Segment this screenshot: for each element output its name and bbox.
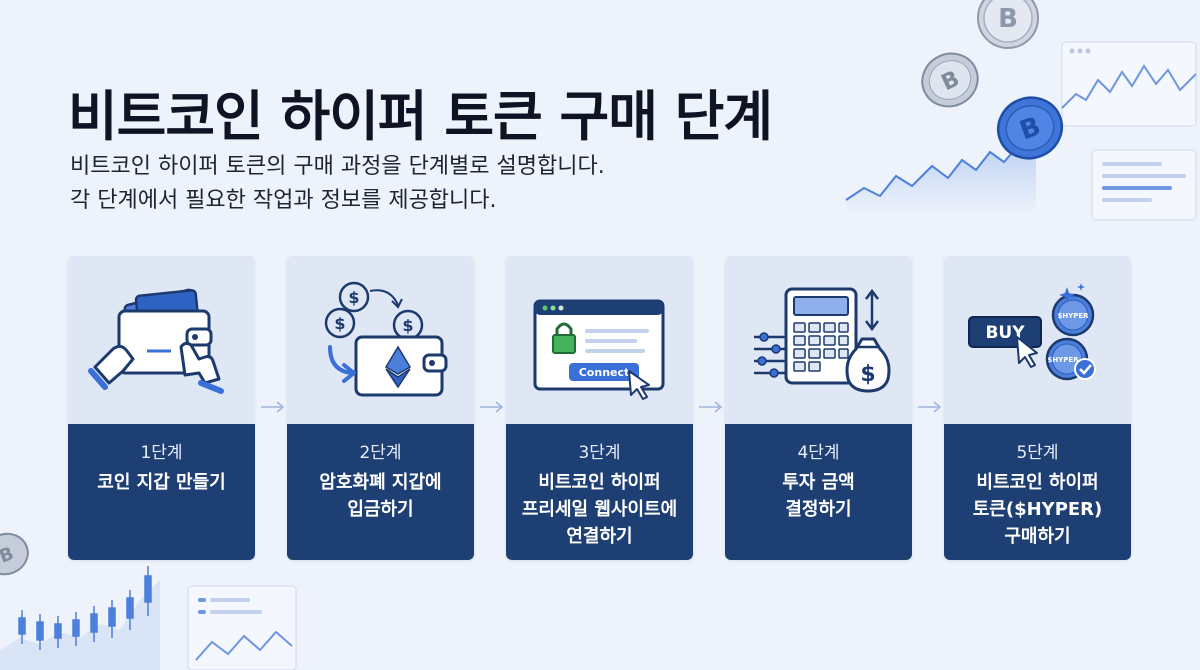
step-illustration	[68, 256, 255, 424]
step-description: 투자 금액 결정하기	[782, 469, 855, 523]
step-line: 비트코인 하이퍼	[976, 472, 1099, 493]
step-label-box: 3단계 비트코인 하이퍼 프리세일 웹사이트에 연결하기	[506, 424, 693, 560]
subtitle-line: 각 단계에서 필요한 작업과 정보를 제공합니다.	[70, 188, 497, 213]
buy-button-label: BUY	[985, 323, 1025, 343]
step-card-2: $$$ 2단계 암호화폐 지갑에 입금하기	[287, 256, 474, 560]
svg-text:$: $	[860, 362, 875, 387]
step-description: 암호화폐 지갑에 입금하기	[319, 469, 441, 523]
step-line: 투자 금액	[782, 472, 855, 493]
arrow-right-icon	[261, 401, 285, 413]
step-line: 암호화폐 지갑에	[319, 472, 442, 493]
steps-row: 1단계 코인 지갑 만들기 $$$	[68, 256, 1132, 560]
step-label-box: 4단계 투자 금액 결정하기	[725, 424, 912, 560]
step-line: 프리세일 웹사이트에	[521, 499, 678, 520]
arrow-right-icon	[918, 401, 942, 413]
step-number: 2단계	[359, 443, 402, 463]
step-card-3: Connect 3단계 비트코인 하이퍼 프리세일 웹사이트에 연결하기	[506, 256, 693, 560]
step-number: 3단계	[578, 443, 621, 463]
step-line: 구매하기	[1004, 526, 1071, 547]
step-description: 비트코인 하이퍼 토큰($HYPER) 구매하기	[973, 469, 1103, 550]
buy-token-icon: $HYPER $HYPER BUY	[967, 283, 1096, 381]
step-line: 결정하기	[785, 499, 852, 520]
step-illustration: Connect	[506, 256, 693, 424]
arrow-right-icon	[480, 401, 504, 413]
step-line: 코인 지갑 만들기	[97, 472, 226, 493]
step-description: 비트코인 하이퍼 프리세일 웹사이트에 연결하기	[522, 469, 677, 550]
svg-text:$: $	[402, 316, 413, 335]
step-illustration: $HYPER $HYPER BUY	[944, 256, 1131, 424]
svg-text:B: B	[1016, 111, 1045, 146]
svg-text:B: B	[0, 543, 17, 567]
svg-text:B: B	[938, 66, 964, 96]
step-line: 연결하기	[566, 526, 633, 547]
svg-text:$: $	[334, 314, 345, 333]
step-number: 5단계	[1016, 443, 1059, 463]
step-line: 토큰($HYPER)	[972, 499, 1103, 520]
subtitle-line: 비트코인 하이퍼 토큰의 구매 과정을 단계별로 설명합니다.	[70, 154, 605, 179]
step-illustration: $$$	[287, 256, 474, 424]
wallet-hand-icon	[87, 288, 224, 394]
step-card-1: 1단계 코인 지갑 만들기	[68, 256, 255, 560]
connect-button-label: Connect	[578, 366, 629, 379]
coin-deposit-wallet-icon: $$$	[324, 281, 447, 397]
step-description: 코인 지갑 만들기	[97, 469, 225, 496]
page-subtitle: 비트코인 하이퍼 토큰의 구매 과정을 단계별로 설명합니다. 각 단계에서 필…	[70, 150, 605, 218]
chart-panel-icon: B B B	[845, 0, 1197, 221]
browser-connect-icon: Connect	[533, 299, 664, 400]
step-line: 입금하기	[347, 499, 414, 520]
step-illustration: $	[725, 256, 912, 424]
step-label-box: 5단계 비트코인 하이퍼 토큰($HYPER) 구매하기	[944, 424, 1131, 560]
arrow-right-icon	[699, 401, 723, 413]
coin-label: $HYPER	[1057, 312, 1089, 320]
step-card-4: $ 4단계 투자 금액 결정하기	[725, 256, 912, 560]
step-line: 비트코인 하이퍼	[538, 472, 661, 493]
svg-text:$: $	[348, 288, 359, 307]
calculator-money-icon: $	[753, 287, 890, 393]
page-title: 비트코인 하이퍼 토큰 구매 단계	[68, 85, 773, 148]
step-label-box: 2단계 암호화폐 지갑에 입금하기	[287, 424, 474, 560]
step-number: 4단계	[797, 443, 840, 463]
coin-label: $HYPER	[1047, 356, 1079, 364]
step-label-box: 1단계 코인 지갑 만들기	[68, 424, 255, 560]
svg-text:B: B	[998, 4, 1018, 34]
step-number: 1단계	[140, 443, 183, 463]
step-card-5: $HYPER $HYPER BUY 5단계 비트코인 하이퍼 토큰	[944, 256, 1131, 560]
